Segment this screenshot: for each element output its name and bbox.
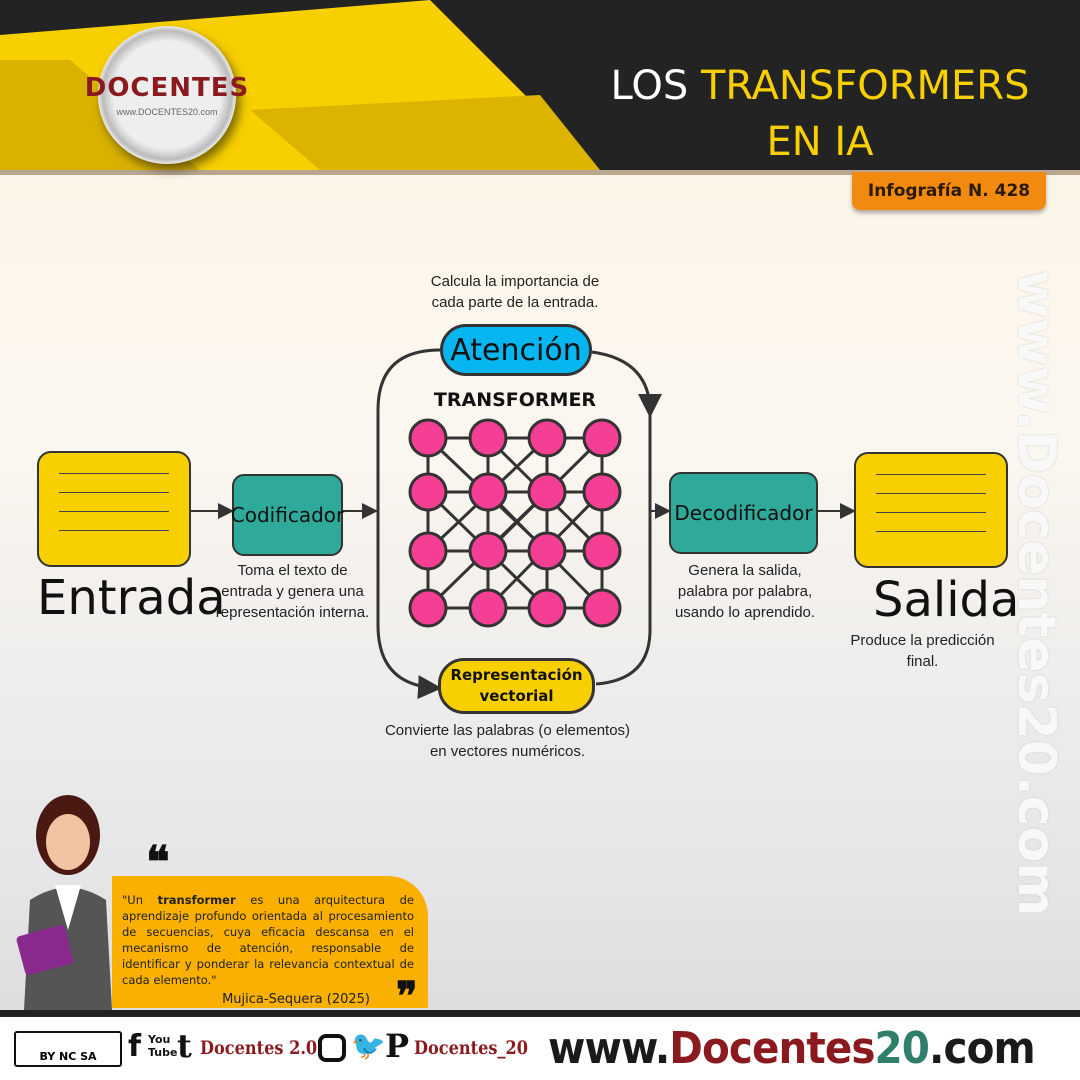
network-node bbox=[408, 418, 448, 458]
quote-box: "Un transformer es una arquitectura de a… bbox=[112, 876, 428, 1008]
network-node bbox=[468, 418, 508, 458]
encoder-description: Toma el texto de entrada y genera una re… bbox=[215, 562, 370, 621]
cc-license-icon[interactable]: BY NC SA bbox=[14, 1031, 122, 1067]
vector-description: Convierte las palabras (o elementos) en … bbox=[384, 722, 631, 760]
network-node bbox=[527, 418, 567, 458]
output-label: Salida bbox=[873, 572, 1020, 628]
docentes-logo: DOCENTES www.DOCENTES20.com bbox=[85, 26, 248, 164]
title-line2: EN IA bbox=[766, 119, 874, 165]
network-node bbox=[527, 472, 567, 512]
attention-description: Calcula la importancia de cada parte de … bbox=[430, 273, 600, 311]
network-node bbox=[582, 531, 622, 571]
title-part2: TRANSFORMERS bbox=[700, 63, 1030, 109]
decoder-description: Genera la salida, palabra por palabra, u… bbox=[674, 562, 816, 621]
url-num: 20 bbox=[874, 1023, 930, 1074]
network-node bbox=[582, 472, 622, 512]
network-node bbox=[468, 472, 508, 512]
encoder-box: Codificador bbox=[231, 474, 344, 556]
decoder-box: Decodificador bbox=[669, 472, 818, 554]
quote-text-post: es una arquitectura de aprendizaje profu… bbox=[122, 893, 414, 987]
pinterest-icon[interactable]: P bbox=[385, 1027, 410, 1065]
network-node bbox=[527, 588, 567, 628]
infographic-number-badge: Infografía N. 428 bbox=[852, 172, 1046, 210]
network-node bbox=[408, 472, 448, 512]
neural-network bbox=[408, 418, 622, 628]
network-node bbox=[468, 588, 508, 628]
network-node bbox=[408, 531, 448, 571]
url-mid: Docentes bbox=[669, 1023, 875, 1074]
quote-text-pre: "Un bbox=[122, 893, 158, 907]
input-document bbox=[37, 451, 191, 567]
output-document bbox=[854, 452, 1008, 568]
network-node bbox=[527, 531, 567, 571]
social-handle-1[interactable]: Docentes 2.0 bbox=[200, 1037, 318, 1059]
open-quote-icon: ❝ bbox=[146, 837, 170, 888]
title-part1: LOS bbox=[610, 63, 701, 109]
url-post: .com bbox=[929, 1023, 1036, 1074]
quote-text-bold: transformer bbox=[157, 893, 236, 907]
network-node bbox=[408, 588, 448, 628]
teacher-illustration bbox=[16, 795, 112, 1010]
facebook-icon[interactable]: f bbox=[128, 1029, 142, 1064]
output-description: Produce la predicción final. bbox=[850, 632, 995, 670]
logo-url: www.DOCENTES20.com bbox=[116, 107, 218, 117]
twitter-icon[interactable]: 🐦 bbox=[351, 1029, 386, 1062]
tumblr-icon[interactable]: t bbox=[177, 1027, 192, 1065]
loop-left-path bbox=[376, 348, 442, 700]
page-title: LOS TRANSFORMERS EN IA bbox=[560, 58, 1080, 170]
input-label: Entrada bbox=[37, 570, 226, 626]
network-node bbox=[582, 418, 622, 458]
network-node bbox=[468, 531, 508, 571]
quote-author: Mujica-Sequera (2025) bbox=[222, 992, 370, 1007]
website-url[interactable]: www.Docentes20.com bbox=[548, 1023, 1036, 1074]
watermark: www.Docentes20.com bbox=[1006, 270, 1066, 917]
transformer-label: TRANSFORMER bbox=[433, 389, 597, 411]
instagram-icon[interactable] bbox=[318, 1034, 346, 1062]
social-handle-2[interactable]: Docentes_20 bbox=[414, 1037, 529, 1059]
logo-text: DOCENTES bbox=[84, 73, 250, 103]
network-node bbox=[582, 588, 622, 628]
close-quote-icon: ❞ bbox=[396, 973, 418, 1020]
loop-right-top-path bbox=[591, 350, 662, 418]
url-pre: www. bbox=[548, 1023, 670, 1074]
vector-representation-pill: Representación vectorial bbox=[438, 658, 595, 714]
attention-pill: Atención bbox=[440, 324, 592, 376]
loop-right-bottom-path bbox=[595, 412, 652, 686]
